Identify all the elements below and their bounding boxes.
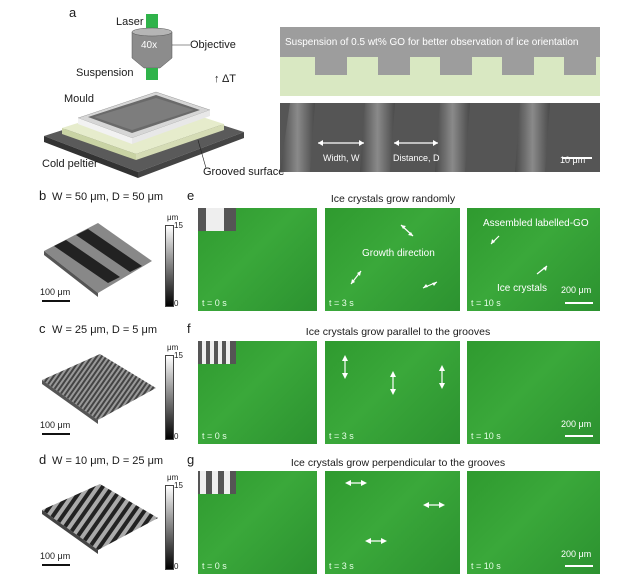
surface-3d-c: [42, 354, 156, 424]
panel-a-label: a: [69, 5, 77, 20]
colorbar-c: [165, 355, 174, 440]
row-c-params: W = 25 μm, D = 5 μm: [52, 324, 157, 336]
colorbar-d: [165, 485, 174, 570]
groove-schematic-drawing: [280, 27, 600, 96]
cold-peltier-label: Cold peltier: [42, 158, 98, 170]
schematic-caption: Suspension of 0.5 wt% GO for better obse…: [285, 37, 579, 48]
time-f-1: t = 3 s: [329, 431, 354, 441]
scale-3d-d-label: 100 μm: [40, 551, 71, 561]
scalebar-3d-c: [42, 433, 70, 435]
objective-illustration: [131, 14, 173, 80]
panel-b-label: b: [39, 188, 47, 203]
ice-image-f-1: [325, 341, 460, 444]
scale-f: 200 μm: [561, 419, 592, 429]
panel-g-title: Ice crystals grow perpendicular to the g…: [290, 457, 506, 469]
time-f-2: t = 10 s: [471, 431, 501, 441]
laser-label: Laser: [116, 16, 144, 28]
cbar-min-d: 0: [174, 562, 179, 571]
width-label: Width, W: [323, 153, 360, 163]
surface-3d-b: [44, 223, 152, 297]
row-d-params: W = 10 μm, D = 25 μm: [52, 455, 164, 467]
panel-d-label: d: [39, 452, 47, 467]
scale-3d-c-label: 100 μm: [40, 420, 71, 430]
time-g-2: t = 10 s: [471, 561, 501, 571]
panel-g-label: g: [187, 452, 195, 467]
grooved-leader-line: [197, 140, 207, 169]
row-b-params: W = 50 μm, D = 50 μm: [52, 191, 164, 203]
grooved-surface-label: Grooved surface: [203, 166, 285, 178]
mould-label: Mould: [64, 93, 94, 105]
growth-direction-label: Growth direction: [362, 248, 435, 259]
assembled-go-label: Assembled labelled-GO: [483, 218, 589, 229]
scalebar-3d-d: [42, 564, 70, 566]
groove-inset-g: [198, 471, 236, 494]
panel-c-label: c: [39, 321, 46, 336]
scale-3d-b-label: 100 μm: [40, 287, 71, 297]
panel-f-label: f: [187, 321, 191, 336]
time-e-0: t = 0 s: [202, 298, 227, 308]
groove-schematic: [280, 27, 600, 96]
ice-crystals-label: Ice crystals: [497, 283, 548, 294]
groove-inset-f: [198, 341, 236, 364]
time-f-0: t = 0 s: [202, 431, 227, 441]
arrows-e-1: [350, 224, 438, 289]
scalebar-3d-b: [42, 300, 70, 302]
scalebar-g: [565, 565, 593, 567]
cbar-unit-c: μm: [167, 343, 179, 352]
objective-leader-line: [172, 44, 190, 46]
sem-image: [280, 103, 600, 172]
time-e-1: t = 3 s: [329, 298, 354, 308]
delta-t-label: ↑ ΔT: [214, 73, 237, 85]
ice-image-f-2: [467, 341, 600, 444]
ice-image-e-1: [325, 208, 460, 311]
arrows-f-1: [342, 355, 445, 395]
time-g-1: t = 3 s: [329, 561, 354, 571]
distance-label: Distance, D: [393, 153, 440, 163]
panel-e-label: e: [187, 188, 195, 203]
cbar-unit-b: μm: [167, 213, 179, 222]
device-illustration: [44, 91, 244, 178]
cbar-unit-d: μm: [167, 473, 179, 482]
surface-3d-d: [42, 484, 158, 554]
cbar-min-c: 0: [174, 432, 179, 441]
panel-e-title: Ice crystals grow randomly: [330, 193, 456, 205]
groove-inset-f-stripes: [202, 341, 230, 364]
time-g-0: t = 0 s: [202, 561, 227, 571]
time-e-2: t = 10 s: [471, 298, 501, 308]
ice-image-g-2: [467, 471, 600, 574]
objective-label: Objective: [190, 39, 236, 51]
groove-inset-e-stripe: [206, 208, 224, 231]
sem-texture: [280, 103, 600, 172]
ice-image-e-2: [467, 208, 600, 311]
groove-inset-e: [198, 208, 236, 231]
scale-e: 200 μm: [561, 285, 592, 295]
cbar-max-b: 15: [174, 221, 183, 230]
groove-inset-g-stripes: [200, 471, 230, 494]
cbar-min-b: 0: [174, 299, 179, 308]
scalebar-f: [565, 435, 593, 437]
delta-t-text: ΔT: [221, 73, 237, 85]
cbar-max-d: 15: [174, 481, 183, 490]
arrows-g-1: [345, 480, 445, 544]
colorbar-b: [165, 225, 174, 307]
cbar-max-c: 15: [174, 351, 183, 360]
objective-mag: 40x: [141, 40, 158, 51]
scale-g: 200 μm: [561, 549, 592, 559]
sem-scale-label: 10 μm: [560, 155, 586, 165]
suspension-label: Suspension: [76, 67, 134, 79]
ice-image-g-1: [325, 471, 460, 574]
panel-f-title: Ice crystals grow parallel to the groove…: [305, 326, 491, 338]
arrows-e-2: [490, 235, 593, 304]
